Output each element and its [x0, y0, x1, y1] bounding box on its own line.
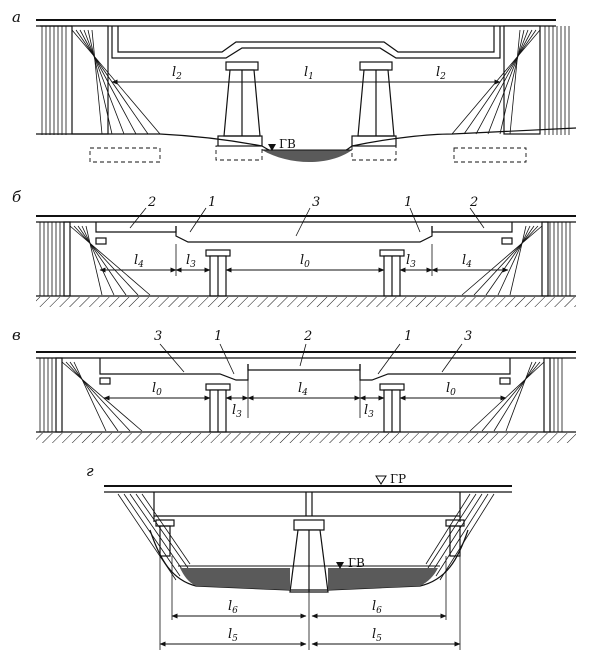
- svg-text:l5: l5: [372, 627, 382, 644]
- water-level-a: ГВ: [279, 137, 296, 151]
- pier-v-left: [205, 383, 231, 433]
- svg-text:l1: l1: [304, 65, 314, 82]
- svg-text:l2: l2: [172, 65, 182, 82]
- svg-text:3: 3: [154, 329, 162, 344]
- svg-text:l0: l0: [152, 381, 162, 398]
- svg-text:l6: l6: [228, 599, 238, 616]
- svg-text:l3: l3: [232, 403, 242, 420]
- svg-text:l6: l6: [372, 599, 382, 616]
- pier-a-right: [351, 61, 397, 147]
- panel-g-label: г: [86, 462, 94, 480]
- water-level-g: ГВ: [348, 556, 365, 570]
- panel-b-text: 2 1 3 1 2 l4 l3 l0 l3 l4: [134, 195, 478, 270]
- foundations-a: [89, 145, 527, 163]
- svg-text:2: 2: [469, 195, 478, 210]
- svg-text:1: 1: [214, 329, 222, 344]
- ground-v-hatch: [36, 433, 576, 443]
- water-a: [262, 150, 352, 162]
- panel-g-text: ГР ГВ l6 l6 l5 l5: [228, 472, 406, 644]
- panel-b: б: [12, 188, 576, 297]
- embankment-left: [41, 26, 67, 135]
- panel-v-text: 3 1 2 1 3 l0 l3 l4 l3 l0: [152, 329, 472, 420]
- svg-text:l0: l0: [446, 381, 456, 398]
- svg-text:3: 3: [312, 195, 320, 210]
- svg-text:l2: l2: [436, 65, 446, 82]
- svg-text:l4: l4: [462, 253, 472, 270]
- pier-a-left: [217, 61, 263, 147]
- svg-text:1: 1: [208, 195, 216, 210]
- svg-text:2: 2: [303, 329, 312, 344]
- abutment-right: [503, 25, 541, 135]
- svg-text:l3: l3: [186, 253, 196, 270]
- svg-text:l4: l4: [134, 253, 144, 270]
- panel-a-label: а: [12, 8, 21, 26]
- pier-v-right: [379, 383, 405, 433]
- panel-v: в: [12, 326, 576, 433]
- abutment-left: [71, 25, 109, 135]
- panel-b-label: б: [12, 188, 22, 206]
- svg-text:l3: l3: [406, 253, 416, 270]
- panel-v-label: в: [12, 326, 21, 344]
- panel-a: а: [12, 8, 577, 163]
- svg-text:l5: l5: [228, 627, 238, 644]
- svg-text:l4: l4: [298, 381, 308, 398]
- svg-text:3: 3: [464, 329, 472, 344]
- svg-text:1: 1: [404, 195, 412, 210]
- water-g: [180, 568, 438, 590]
- embankment-right: [544, 26, 570, 135]
- pier-g-center: [289, 519, 329, 593]
- svg-text:1: 1: [404, 329, 412, 344]
- girder-a: [111, 26, 501, 59]
- panel-a-dims: l2 l1 l2 ГВ: [172, 65, 446, 151]
- pier-b-right: [379, 249, 405, 297]
- ground-b-hatch: [36, 297, 576, 307]
- svg-text:l3: l3: [364, 403, 374, 420]
- svg-text:2: 2: [147, 195, 156, 210]
- road-level-g: ГР: [390, 472, 406, 486]
- pier-b-left: [205, 249, 231, 297]
- svg-text:l0: l0: [300, 253, 310, 270]
- panel-g: г: [86, 462, 512, 650]
